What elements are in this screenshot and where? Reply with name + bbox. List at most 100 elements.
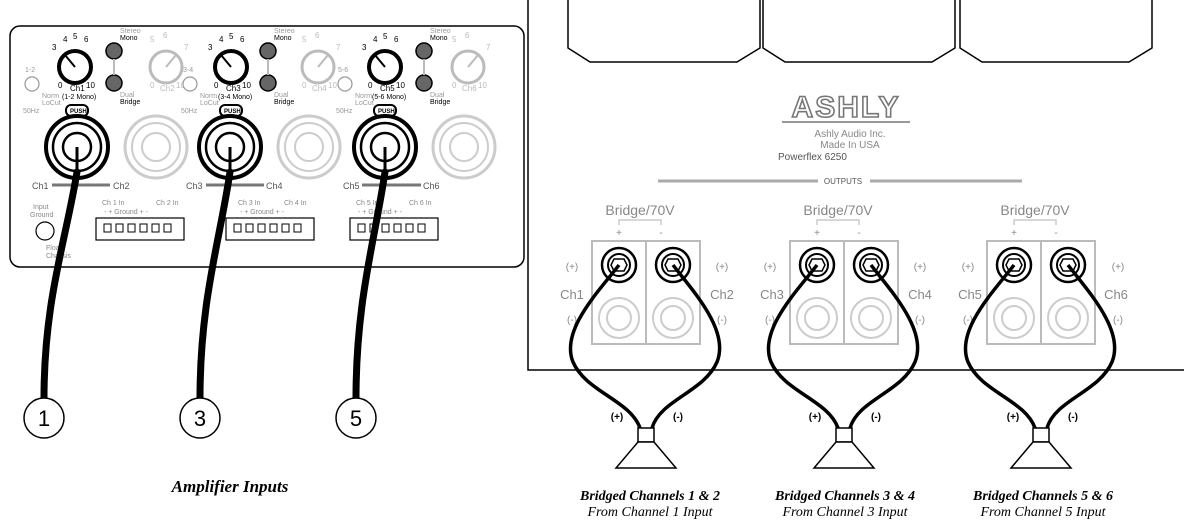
ground-switch-label: Input — [33, 204, 49, 211]
right-neg-label: (-) — [1113, 315, 1123, 326]
out-right-label: Ch2 — [710, 287, 734, 302]
dial-b-label: Ch6 — [462, 84, 477, 93]
dial-tick-label: 10 — [86, 81, 95, 90]
speaker-pos-label: (+) — [611, 412, 624, 423]
ch3-negative-terminal[interactable] — [796, 297, 838, 339]
ch3-xlr-input[interactable] — [197, 114, 263, 180]
locut-switch[interactable] — [24, 76, 40, 92]
output-section: Bridge/70V + - (+) (+) Ch5 Ch6 (-) (-) — [958, 202, 1128, 469]
bridge-label: Bridge/70V — [1000, 202, 1070, 218]
in-b-label: Ch 4 In — [284, 200, 307, 207]
dial-a-label: Ch3 — [226, 84, 241, 93]
dial-tick-label: 10 — [396, 81, 405, 90]
locut-switch[interactable] — [182, 76, 198, 92]
outputs-heading: OUTPUTS — [658, 177, 1022, 186]
input-panel — [9, 25, 525, 268]
speaker-neg-label: (-) — [673, 412, 683, 423]
locut-switch[interactable] — [337, 76, 353, 92]
dial-tick-label: 10 — [328, 81, 337, 90]
bridge-plus: + — [814, 228, 820, 239]
ch2-negative-terminal[interactable] — [652, 297, 694, 339]
dial-tick-label: 3 — [52, 43, 57, 52]
mode-dual-label: Dual — [274, 92, 289, 99]
dial-a-label: Ch1 — [70, 84, 85, 93]
mode-bridge-label: Bridge — [274, 99, 294, 106]
dial-tick-label: 10 — [478, 81, 487, 90]
dial-b-label: Ch4 — [312, 84, 327, 93]
pair-label: 3-4 — [183, 67, 193, 74]
callout-number: 5 — [350, 406, 362, 431]
push-label: PUSH — [224, 109, 241, 115]
xlr-a-label: Ch5 — [343, 181, 360, 191]
left-neg-label: (-) — [765, 315, 775, 326]
out-left-label: Ch1 — [560, 287, 584, 302]
bridge-label: Bridge/70V — [605, 202, 675, 218]
ch6-xlr-input[interactable] — [431, 114, 497, 180]
dial-tick-label: 6 — [240, 35, 245, 44]
speaker-neg-label: (-) — [871, 412, 881, 423]
inputs-caption: Amplifier Inputs — [171, 477, 289, 496]
dial-tick-label: 10 — [176, 81, 185, 90]
push-label: PUSH — [378, 109, 395, 115]
dial-b-label: Ch2 — [160, 84, 175, 93]
xlr-a-label: Ch1 — [32, 181, 49, 191]
dial-tick-label: 5 — [73, 32, 78, 41]
dial-pointer — [64, 54, 76, 68]
out-right-label: Ch6 — [1104, 287, 1128, 302]
outputs-heading-label: OUTPUTS — [824, 177, 862, 186]
speaker-wires — [963, 263, 1117, 429]
bridge-caption-title: Bridged Channels 3 & 4 — [774, 489, 915, 504]
ground-switch-button[interactable] — [35, 221, 55, 241]
dial-tick-label: 6 — [163, 31, 168, 40]
output-section: Bridge/70V + - (+) (+) Ch1 Ch2 (-) (-) — [560, 202, 734, 469]
dial-tick-label: 5 — [302, 35, 307, 44]
bridge-minus: - — [1054, 228, 1057, 239]
callout: 1 — [23, 397, 65, 439]
dial-tick-label: 5 — [452, 35, 457, 44]
callout-number: 3 — [194, 406, 206, 431]
bridge-minus: - — [659, 228, 662, 239]
dual-bridge-led — [415, 74, 433, 92]
output-section: Bridge/70V + - (+) (+) Ch3 Ch4 (-) (-) — [760, 202, 932, 469]
right-neg-label: (-) — [717, 315, 727, 326]
dial-tick-label: 6 — [394, 35, 399, 44]
bridge-caption-sub: From Channel 5 Input — [979, 505, 1106, 520]
dial-pointer — [317, 54, 329, 68]
ch4-negative-terminal[interactable] — [850, 297, 892, 339]
stereo-mono-led — [105, 42, 123, 60]
mono-label: (1-2 Mono) — [62, 94, 96, 101]
right-pos-label: (+) — [716, 262, 729, 273]
speaker-wires — [766, 263, 920, 429]
brand-block: ASHLY Ashly Audio Inc. Made In USA Power… — [778, 90, 910, 163]
top-cover-shapes — [567, 0, 1153, 63]
in-b-label: Ch 2 In — [156, 200, 179, 207]
ch6-negative-terminal[interactable] — [1047, 297, 1089, 339]
in-a-label: Ch 1 In — [102, 200, 125, 207]
input-cables — [40, 168, 389, 402]
filter-freq-label: 50Hz — [23, 108, 40, 115]
pair-label: 1-2 — [25, 67, 35, 74]
ch1-negative-terminal[interactable] — [598, 297, 640, 339]
speaker-pos-label: (+) — [809, 412, 822, 423]
bridge-caption-sub: From Channel 1 Input — [586, 505, 713, 520]
in-sign-labels: - + Ground + - — [104, 209, 149, 216]
dial-tick-label: 5 — [229, 32, 234, 41]
right-neg-label: (-) — [915, 315, 925, 326]
xlr-b-label: Ch2 — [113, 181, 130, 191]
callout: 3 — [179, 397, 221, 439]
mode-stereo-label: Stereo — [274, 28, 295, 35]
speaker-pos-label: (+) — [1007, 412, 1020, 423]
out-left-label: Ch3 — [760, 287, 784, 302]
speaker-icon — [614, 427, 678, 469]
ch4-xlr-input[interactable] — [276, 114, 342, 180]
dial-pointer — [374, 54, 386, 68]
dial-tick-label: 0 — [452, 81, 457, 90]
ch2-xlr-input[interactable] — [123, 114, 189, 180]
xlr-a-label: Ch3 — [186, 181, 203, 191]
dial-tick-label: 4 — [373, 35, 378, 44]
bridge-caption-title: Bridged Channels 5 & 6 — [972, 489, 1113, 504]
ground-switch-label: Ground — [30, 212, 53, 219]
ch5-negative-terminal[interactable] — [993, 297, 1035, 339]
dial-tick-label: 5 — [150, 35, 155, 44]
